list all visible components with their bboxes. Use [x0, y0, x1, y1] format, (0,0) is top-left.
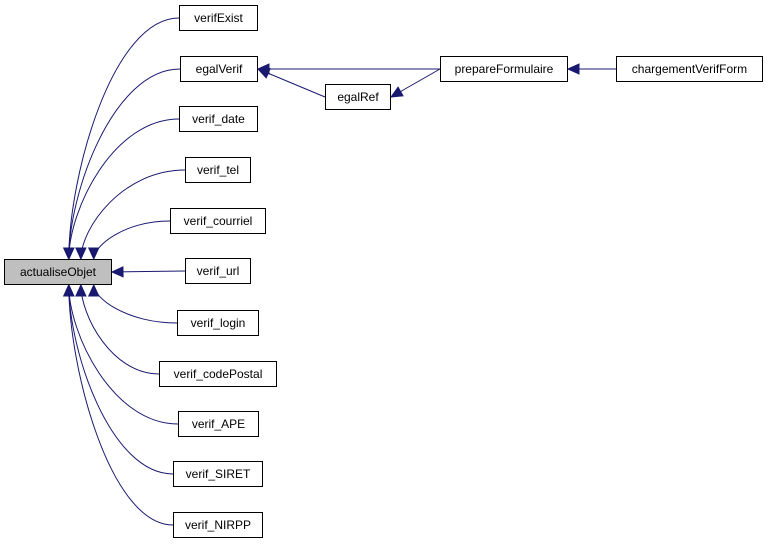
node-verif-nirpp[interactable]: verif_NIRPP: [173, 512, 263, 538]
arrowhead: [566, 63, 580, 75]
arrowhead: [75, 247, 87, 261]
node-verif-codepostal[interactable]: verif_codePostal: [159, 361, 277, 387]
edge-verif_nirpp-to-actualiseobjet: [68, 284, 174, 526]
edge-verifexist-to-actualiseobjet: [68, 17, 180, 260]
node-verif-courriel[interactable]: verif_courriel: [170, 208, 266, 234]
edge-verif_tel-to-actualiseobjet: [80, 169, 186, 260]
node-verif-login[interactable]: verif_login: [177, 310, 259, 336]
edge-verif_ape-to-actualiseobjet: [68, 284, 179, 425]
node-verif-tel[interactable]: verif_tel: [185, 157, 251, 183]
arrowhead: [256, 68, 271, 79]
arrowhead: [63, 283, 75, 297]
edge-verif_login-to-actualiseobjet: [93, 284, 178, 324]
node-actualiseobjet[interactable]: actualiseObjet: [4, 259, 112, 285]
edge-egalref-to-egalverif: [257, 68, 326, 98]
node-verif-siret[interactable]: verif_SIRET: [173, 461, 263, 487]
node-verif-url[interactable]: verif_url: [185, 258, 251, 284]
node-verif-ape[interactable]: verif_APE: [178, 411, 259, 437]
arrowhead: [63, 247, 75, 261]
arrowhead: [389, 86, 404, 98]
arrowhead: [87, 283, 100, 297]
node-egalverif[interactable]: egalVerif: [180, 56, 258, 82]
node-prepareformulaire[interactable]: prepareFormulaire: [440, 56, 568, 82]
node-egalref[interactable]: egalRef: [325, 84, 391, 110]
node-chargementverifform[interactable]: chargementVerifForm: [616, 56, 763, 82]
edge-verif_courriel-to-actualiseobjet: [93, 220, 171, 260]
arrowhead: [110, 266, 124, 278]
edge-egalverif-to-actualiseobjet: [68, 68, 181, 260]
edge-verif_date-to-actualiseobjet: [68, 118, 180, 260]
edge-verif_url-to-actualiseobjet: [111, 270, 186, 273]
node-verif-date[interactable]: verif_date: [179, 106, 258, 132]
edge-verif_codepostal-to-actualiseobjet: [80, 284, 160, 375]
arrowhead: [87, 247, 100, 261]
node-verifexist[interactable]: verifExist: [179, 5, 258, 31]
arrowhead: [75, 283, 87, 297]
edge-verif_siret-to-actualiseobjet: [68, 284, 174, 475]
